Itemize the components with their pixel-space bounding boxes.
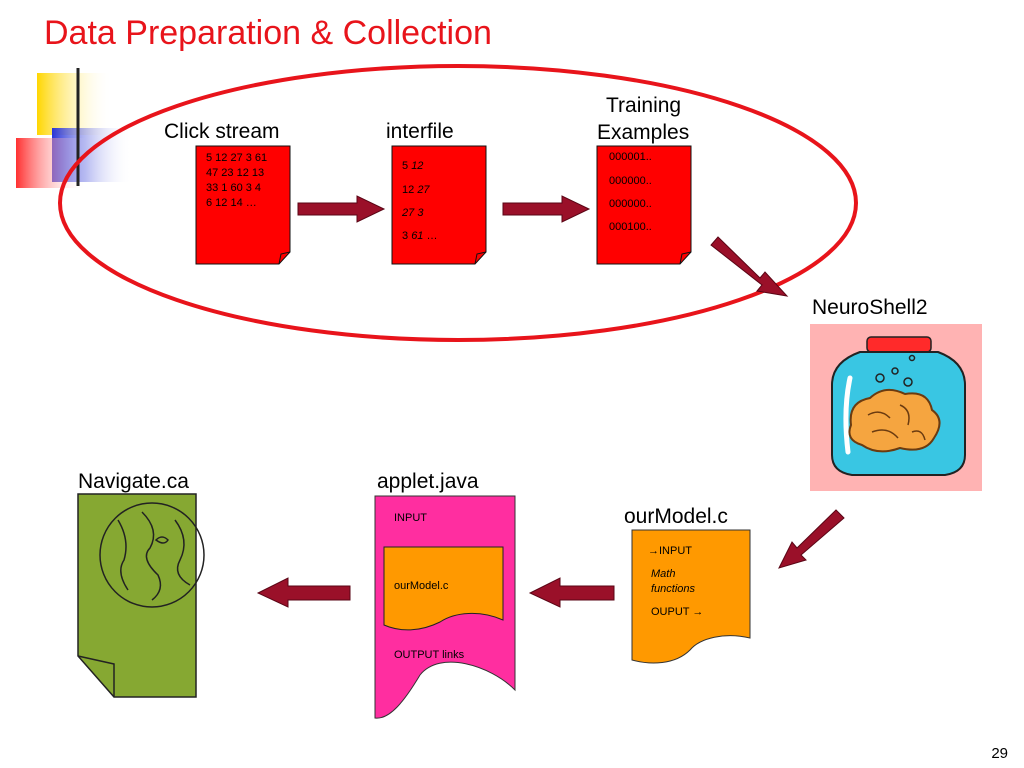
navigate-doc xyxy=(77,493,197,698)
brain-jar-icon xyxy=(810,324,982,491)
ourmodel-input-text: →INPUT xyxy=(648,545,692,557)
training-line: 000001.. xyxy=(609,151,652,163)
page-title: Data Preparation & Collection xyxy=(44,14,492,52)
applet-input-text: INPUT xyxy=(394,512,427,524)
interfile-row: 12 27 xyxy=(402,184,430,196)
click-stream-line: 47 23 12 13 xyxy=(206,167,265,179)
navigate-label: Navigate.ca xyxy=(78,470,189,493)
training-examples-doc xyxy=(596,145,692,265)
ourmodel-output-text: OUPUT → xyxy=(651,606,704,618)
training-line: 000000.. xyxy=(609,175,652,187)
page-number: 29 xyxy=(991,745,1008,762)
arrow-icon xyxy=(256,577,351,608)
ourmodel-functions-text: functions xyxy=(651,583,696,595)
neuroshell-label: NeuroShell2 xyxy=(812,296,928,319)
interfile-row: 27 3 xyxy=(402,207,424,219)
applet-label: applet.java xyxy=(377,470,479,493)
interfile-row: 5 12 xyxy=(402,160,424,172)
training-label-line1: Training xyxy=(606,94,682,117)
training-label-line2: Examples xyxy=(597,121,690,144)
ourmodel-label: ourModel.c xyxy=(624,505,728,528)
arrow-icon xyxy=(710,236,789,297)
applet-inner-model-doc xyxy=(383,546,504,631)
ourmodel-math-text: Math xyxy=(651,568,676,580)
highlight-ellipse xyxy=(58,64,858,342)
arrow-icon xyxy=(528,577,615,608)
arrow-icon xyxy=(502,195,591,223)
click-stream-label: Click stream xyxy=(164,120,280,143)
interfile-label: interfile xyxy=(386,120,454,143)
click-stream-doc xyxy=(195,145,291,265)
training-line: 000000.. xyxy=(609,198,652,210)
globe-icon xyxy=(99,502,205,608)
click-stream-line: 6 12 14 … xyxy=(206,197,257,209)
applet-output-text: OUTPUT links xyxy=(394,649,465,661)
interfile-row: 3 61 … xyxy=(402,230,438,242)
training-line: 000100.. xyxy=(609,221,652,233)
arrow-icon xyxy=(297,195,386,223)
arrow-icon xyxy=(778,509,845,569)
click-stream-line: 33 1 60 3 4 xyxy=(206,182,262,194)
applet-inner-text: ourModel.c xyxy=(394,580,449,592)
click-stream-line: 5 12 27 3 61 xyxy=(206,152,268,164)
interfile-doc xyxy=(391,145,487,265)
ourmodel-doc xyxy=(631,529,751,664)
